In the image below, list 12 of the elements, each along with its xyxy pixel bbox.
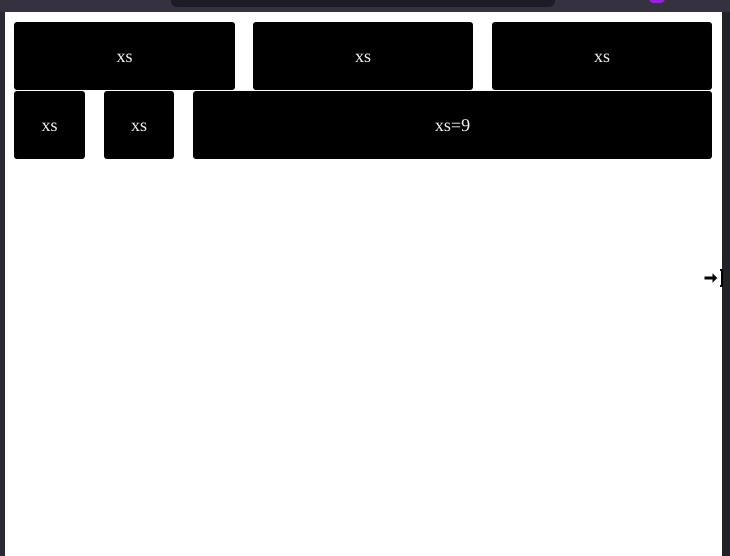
item-label: xs bbox=[41, 116, 58, 134]
grid-item bbox=[14, 22, 235, 90]
grid-item bbox=[104, 91, 174, 159]
grid-item bbox=[253, 22, 473, 90]
grid-item bbox=[14, 91, 85, 159]
item-label: xs bbox=[354, 47, 371, 65]
item-label: xs bbox=[116, 47, 132, 65]
item-label: xs bbox=[130, 116, 147, 134]
item-label: xs=9 bbox=[434, 116, 470, 134]
grid-item bbox=[492, 22, 712, 90]
grid-item bbox=[193, 91, 712, 159]
item-label: xs bbox=[594, 47, 610, 65]
